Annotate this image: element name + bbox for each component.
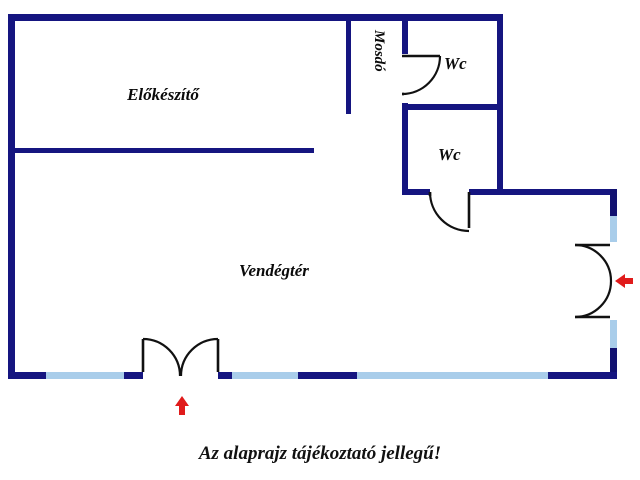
window-bottom-3 [357, 372, 548, 379]
doors-group [141, 54, 613, 377]
arrows-group [175, 274, 633, 415]
wall-top [8, 14, 503, 21]
wall-wc-lower-bottom-b [469, 189, 503, 195]
wall-upper-right-horizontal [497, 189, 617, 195]
wall-bottom-e [548, 372, 617, 379]
wall-interior-elokeszito [8, 148, 314, 153]
wc-lower-door [428, 191, 471, 233]
arrow-right-entrance [615, 274, 633, 288]
front-entrance-door [141, 337, 220, 377]
room-label-wc-lower: Wc [438, 145, 461, 164]
walls-group [8, 14, 617, 379]
wc-upper-door [401, 54, 442, 96]
wall-bottom-b [124, 372, 143, 379]
wall-bottom-a [8, 372, 46, 379]
room-label-mosdo: Mosdó [371, 29, 387, 72]
window-bottom-1 [46, 372, 124, 379]
room-label-elokeszito: Előkészítő [126, 85, 200, 104]
wall-wc-lower-bottom-a [402, 189, 430, 195]
window-right-2 [610, 320, 617, 348]
window-bottom-2 [232, 372, 298, 379]
room-label-vendegter: Vendégtér [239, 261, 309, 280]
wall-left [8, 14, 15, 379]
arrow-bottom-entrance [175, 396, 189, 415]
wall-wc-left-b [402, 103, 408, 195]
room-labels-group: Előkészítő Mosdó Wc Wc Vendégtér [126, 29, 467, 280]
window-right-1 [610, 216, 617, 242]
windows-group [46, 216, 617, 379]
wall-wc-upper-left-a [402, 14, 408, 54]
room-label-wc-upper: Wc [444, 54, 467, 73]
plan-caption: Az alaprajz tájékoztató jellegű! [198, 443, 441, 464]
wall-bottom-d [298, 372, 357, 379]
main-entrance-door [574, 243, 613, 319]
wall-right-a [610, 189, 617, 216]
wall-mosdo-partition [346, 14, 351, 114]
wall-bottom-c [218, 372, 232, 379]
wall-wc-divider [402, 104, 503, 110]
wall-right-b [610, 320, 617, 379]
